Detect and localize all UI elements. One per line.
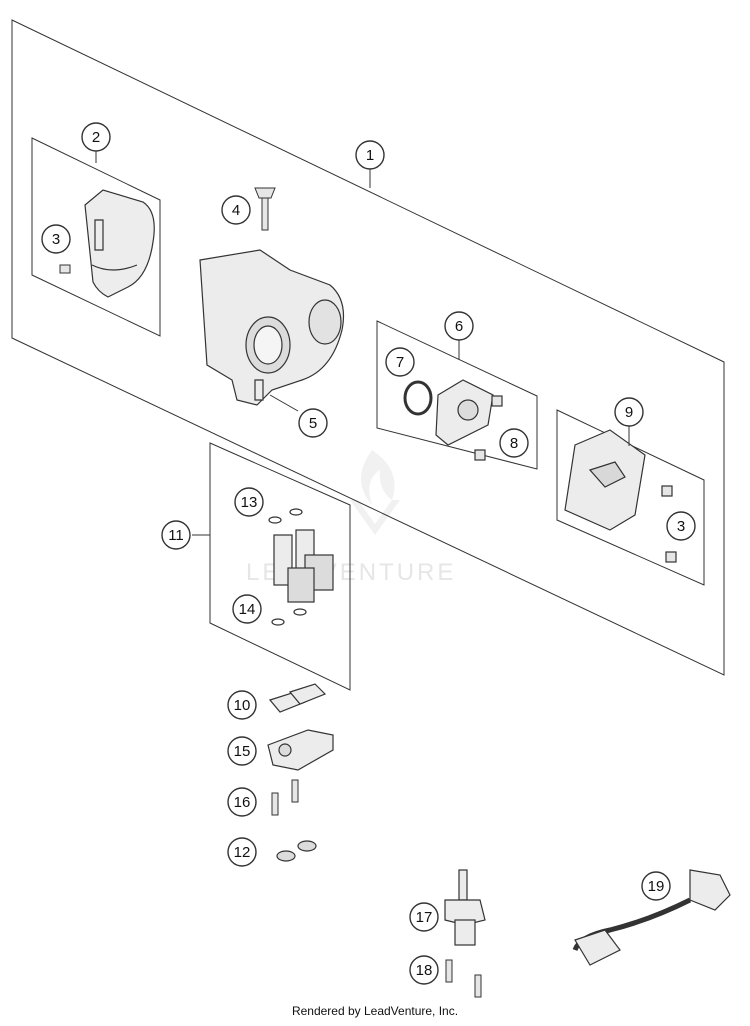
callout-18: 18 — [409, 955, 439, 985]
screw-18-part-icon — [445, 959, 482, 998]
svg-text:16: 16 — [234, 794, 251, 811]
cable-sensor-part-icon — [572, 869, 731, 966]
svg-text:19: 19 — [648, 878, 665, 895]
svg-text:11: 11 — [168, 527, 184, 544]
callout-17: 17 — [409, 902, 439, 932]
screw-part-icon — [59, 264, 71, 274]
group-panel-1 — [11, 19, 725, 676]
svg-text:18: 18 — [416, 962, 433, 979]
svg-text:9: 9 — [625, 404, 633, 421]
callout-3: 3 — [41, 224, 71, 254]
clip-part-icon — [268, 683, 327, 713]
callout-6: 6 — [444, 311, 474, 341]
svg-text:12: 12 — [234, 844, 251, 861]
actuator-part-icon — [564, 429, 677, 563]
callout-1: 1 — [355, 140, 385, 170]
svg-text:6: 6 — [455, 318, 463, 335]
group-panel-6 — [376, 320, 538, 470]
callout-3b: 3 — [666, 511, 696, 541]
leader-lines — [95, 151, 630, 536]
callout-14: 14 — [232, 594, 262, 624]
group-panel-11 — [209, 442, 351, 691]
svg-text:7: 7 — [396, 354, 404, 371]
callout-4: 4 — [221, 195, 251, 225]
callout-5: 5 — [298, 408, 328, 438]
callout-10: 10 — [227, 690, 257, 720]
sensor-part-icon — [254, 187, 276, 231]
svg-text:15: 15 — [234, 743, 251, 760]
group-panel-2 — [31, 137, 161, 337]
svg-text:13: 13 — [241, 494, 258, 511]
callout-19: 19 — [641, 871, 671, 901]
callout-9: 9 — [614, 397, 644, 427]
injector-part-icon — [268, 508, 334, 626]
callout-16: 16 — [227, 787, 257, 817]
callout-7: 7 — [385, 347, 415, 377]
svg-text:4: 4 — [232, 202, 240, 219]
throttle-body-part-icon — [199, 249, 345, 406]
cover-part-icon — [84, 189, 155, 298]
bolt-part-icon — [271, 779, 299, 816]
svg-text:14: 14 — [239, 601, 256, 618]
svg-text:3: 3 — [52, 231, 60, 248]
callout-11: 11 — [161, 520, 191, 550]
group-panel-9 — [556, 409, 705, 586]
o-ring-part-icon — [403, 380, 433, 416]
washer-part-icon — [276, 840, 317, 862]
callout-2: 2 — [81, 122, 111, 152]
svg-text:8: 8 — [510, 435, 518, 452]
watermark-logo-icon — [350, 450, 400, 535]
callout-15: 15 — [227, 736, 257, 766]
svg-text:2: 2 — [92, 129, 100, 146]
fuel-rail-part-icon — [267, 729, 334, 771]
svg-text:10: 10 — [234, 697, 251, 714]
svg-text:17: 17 — [416, 909, 433, 926]
callout-12: 12 — [227, 837, 257, 867]
svg-text:5: 5 — [309, 415, 317, 432]
sensor-plate-part-icon — [435, 379, 503, 461]
footer-credit: Rendered by LeadVenture, Inc. — [291, 1004, 459, 1018]
callout-13: 13 — [234, 487, 264, 517]
svg-text:1: 1 — [366, 147, 374, 164]
callout-8: 8 — [499, 428, 529, 458]
svg-text:3: 3 — [677, 518, 685, 535]
speed-sensor-part-icon — [444, 869, 486, 946]
